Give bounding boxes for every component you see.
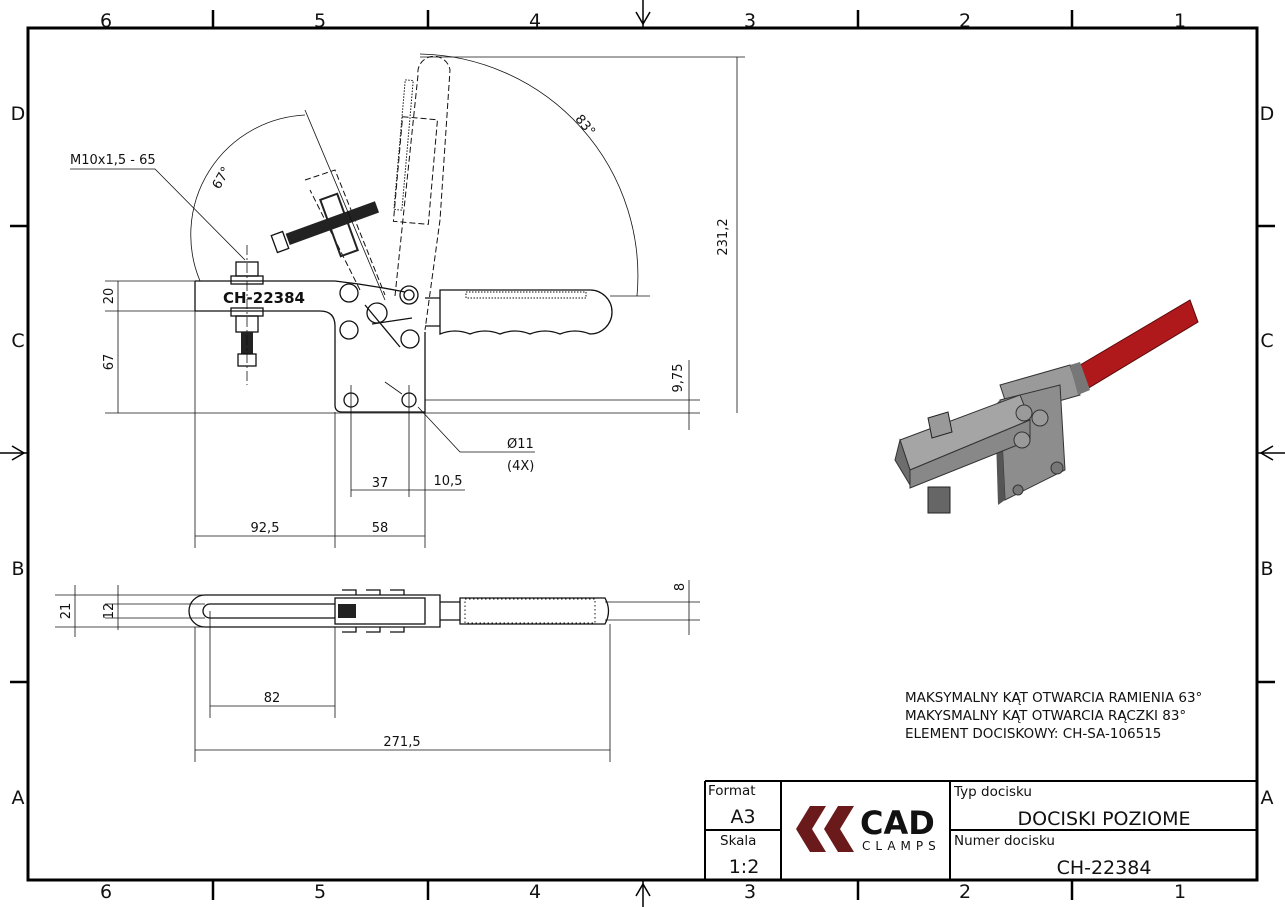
dim-slot-length: 82 [264, 691, 281, 706]
scale-label: Skala [720, 833, 756, 849]
note-handle-angle: MAKYSMALNY KĄT OTWARCIA RĄCZKI 83° [905, 708, 1186, 724]
zone-ticks [10, 10, 1275, 900]
top-view: 21 12 8 82 271,5 [55, 580, 700, 762]
part-label: CH-22384 [223, 289, 305, 307]
zone-row-c: C [11, 330, 24, 352]
number-value: CH-22384 [1057, 857, 1152, 879]
dim-arm-thickness: 20 [102, 288, 117, 305]
cad-clamps-logo: CAD CLAMPS [796, 804, 941, 853]
handle [425, 289, 613, 335]
thread-callout: M10x1,5 - 65 [70, 153, 156, 168]
logo-sub: CLAMPS [862, 839, 941, 853]
scale-value: 1:2 [729, 856, 760, 878]
dim-hole-spacing: 37 [372, 476, 389, 491]
zone-row-b-right: B [1260, 558, 1273, 580]
dim-hole-edge: 10,5 [434, 474, 463, 489]
spindle [230, 245, 264, 385]
number-label: Numer docisku [954, 833, 1055, 849]
dim-base-width: 58 [372, 521, 389, 536]
dim-angle-handle: 83° [572, 112, 598, 139]
format-label: Format [708, 783, 756, 799]
dim-angle-arm: 67° [210, 165, 235, 192]
open-position-phantom [270, 55, 451, 331]
zone-col-3: 3 [744, 10, 756, 32]
zone-col-5-bottom: 5 [314, 881, 326, 903]
zone-col-2: 2 [959, 10, 971, 32]
zone-col-6-bottom: 6 [100, 881, 112, 903]
zone-row-b: B [11, 558, 24, 580]
dim-overall-length: 271,5 [383, 735, 420, 750]
arm-link [334, 280, 406, 293]
zone-col-2-bottom: 2 [959, 881, 971, 903]
top-dimension-lines [55, 580, 700, 762]
title-block: Format A3 Skala 1:2 CAD CLAMPS Typ docis… [704, 780, 1257, 880]
hole-callout: Ø11 [507, 437, 534, 452]
isometric-render [894, 299, 1199, 514]
dim-total-height: 231,2 [716, 218, 731, 255]
dim-slot: 12 [102, 603, 117, 620]
logo-main: CAD [860, 804, 935, 842]
type-value: DOCISKI POZIOME [1017, 808, 1190, 830]
zone-row-a: A [12, 787, 25, 809]
zone-col-1: 1 [1174, 10, 1186, 32]
format-value: A3 [730, 806, 755, 828]
note-clamp-element: ELEMENT DOCISKOWY: CH-SA-106515 [905, 726, 1161, 742]
zone-col-4: 4 [529, 10, 541, 32]
zone-col-6: 6 [100, 10, 112, 32]
zone-row-d-right: D [1260, 103, 1275, 125]
pivot-holes [339, 283, 420, 408]
zone-labels: 6 5 4 3 2 1 6 5 4 3 2 1 D C B A D C B A [11, 10, 1275, 903]
zone-col-4-bottom: 4 [529, 881, 541, 903]
dim-width: 21 [59, 603, 74, 620]
dimension-lines [70, 53, 745, 548]
drawing-frame [26, 26, 1259, 882]
zone-col-5: 5 [314, 10, 326, 32]
zone-row-a-right: A [1261, 787, 1274, 809]
zone-col-1-bottom: 1 [1174, 881, 1186, 903]
dim-handle: 8 [673, 583, 688, 591]
type-label: Typ docisku [953, 784, 1032, 800]
zone-row-c-right: C [1260, 330, 1273, 352]
zone-row-d: D [11, 103, 26, 125]
dim-arm-length: 92,5 [251, 521, 280, 536]
front-view: CH-22384 M10x1 [70, 53, 745, 548]
arm-and-base [194, 280, 426, 413]
notes: MAKSYMALNY KĄT OTWARCIA RAMIENIA 63° MAK… [905, 690, 1202, 742]
note-arm-angle: MAKSYMALNY KĄT OTWARCIA RAMIENIA 63° [905, 690, 1202, 706]
zone-col-3-bottom: 3 [744, 881, 756, 903]
dim-base-height: 67 [102, 354, 117, 371]
hole-count: (4X) [507, 459, 534, 474]
dim-hole-offset: 9,75 [671, 364, 686, 393]
